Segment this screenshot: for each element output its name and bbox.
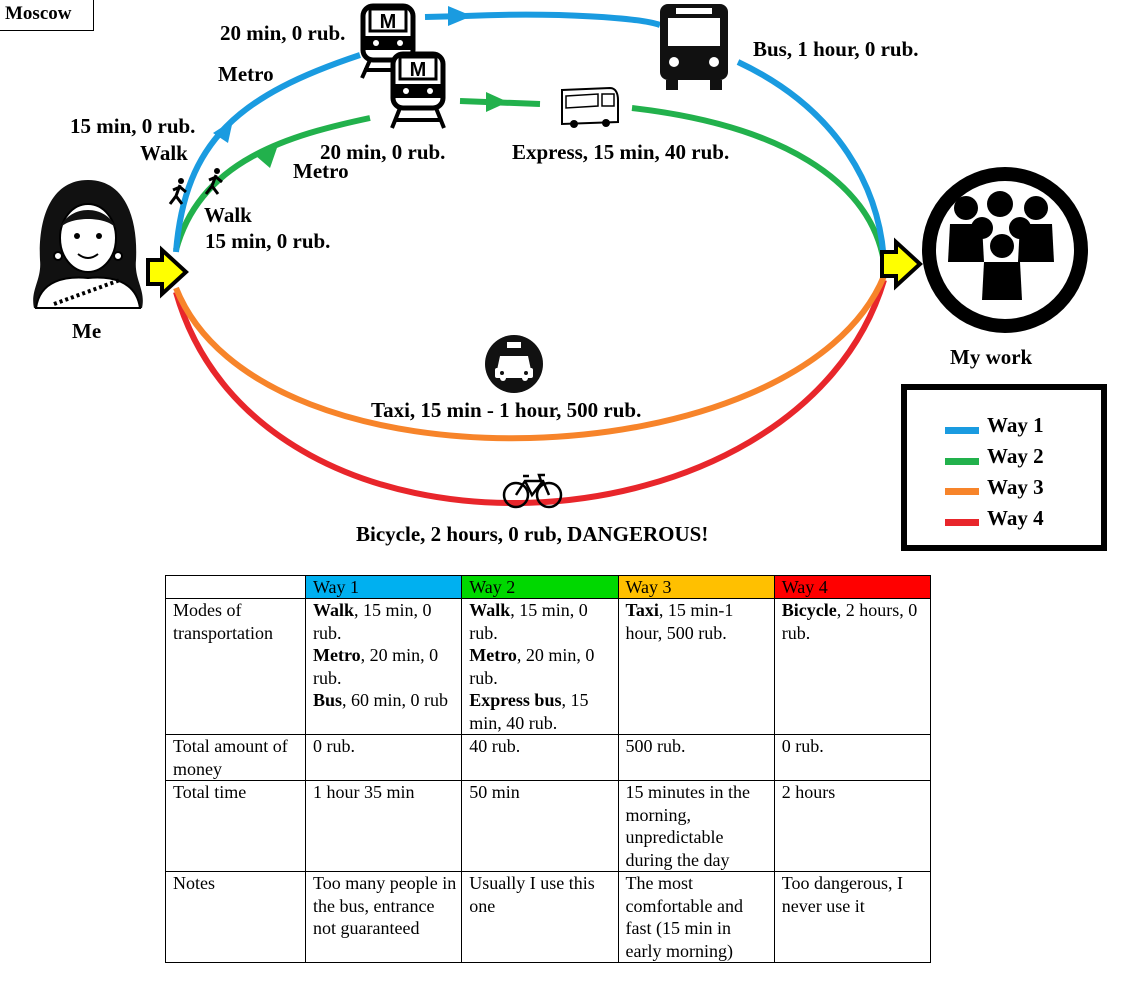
table-corner-cell	[165, 575, 306, 599]
mode-detail: , 15 min, 0 rub.	[469, 600, 588, 643]
metro-train-icon: M	[390, 51, 446, 129]
way3-route	[173, 274, 887, 442]
bicycle-icon	[502, 473, 563, 509]
metro-train-icon: M	[360, 3, 416, 79]
way1-route-end	[464, 11, 661, 28]
taxi-icon	[485, 335, 543, 393]
modes-cell: Walk, 15 min, 0 rub. Metro, 20 min, 0 ru…	[461, 598, 619, 735]
arrow-icon	[880, 237, 923, 291]
way1-walk-label: Walk	[140, 141, 188, 165]
walker-icon	[204, 168, 223, 195]
legend-item: Way 4	[987, 506, 1044, 530]
legend-item: Way 1	[987, 413, 1044, 437]
modes-cell: Taxi, 15 min-1 hour, 500 rub.	[617, 598, 775, 735]
legend-swatch	[945, 427, 979, 434]
arrow-icon	[448, 6, 472, 26]
way1-bus-label: Bus, 1 hour, 0 rub.	[753, 37, 919, 61]
header-way1: Way 1	[304, 575, 463, 599]
mode-detail: , 15 min, 40 rub.	[469, 690, 589, 733]
city-label: Moscow	[0, 0, 94, 31]
way1-walk-time-label: 15 min, 0 rub.	[70, 114, 195, 138]
table-row: Notes Too many people in the bus, entran…	[165, 871, 932, 963]
metro-sign: M	[380, 11, 397, 33]
mode-detail: , 20 min, 0 rub.	[313, 645, 439, 688]
way1-route-final	[736, 59, 887, 263]
arrow-icon	[213, 120, 233, 143]
table-cell: 500 rub.	[617, 734, 775, 781]
bus-icon	[660, 4, 728, 90]
legend-swatch	[945, 488, 979, 495]
person-icon	[33, 180, 143, 309]
way1-metro-label: Metro	[218, 62, 274, 86]
legend: Way 1 Way 2 Way 3 Way 4	[901, 384, 1107, 551]
table-cell: 2 hours	[773, 780, 932, 872]
header-way3: Way 3	[617, 575, 775, 599]
header-way2: Way 2	[461, 575, 619, 599]
arrow-icon	[256, 145, 278, 168]
routes-table: Way 1 Way 2 Way 3 Way 4 Modes of transpo…	[165, 575, 932, 963]
metro-sign: M	[410, 59, 427, 81]
table-cell: 0 rub.	[773, 734, 932, 781]
way2-route-end	[631, 105, 887, 263]
row-label: Notes	[165, 871, 306, 963]
way2-metro-label: Metro	[293, 159, 349, 183]
mode-detail: , 15 min, 0 rub.	[313, 600, 432, 643]
my-work-label: My work	[950, 345, 1033, 369]
mode-detail: , 15 min-1 hour, 500 rub.	[625, 600, 734, 643]
legend-item: Way 3	[987, 475, 1044, 499]
way1-metro-time-label: 20 min, 0 rub.	[220, 21, 345, 45]
table-cell: Too many people in the bus, entrance not…	[304, 871, 463, 963]
table-cell: 1 hour 35 min	[304, 780, 463, 872]
table-cell: The most comfortable and fast (15 min in…	[617, 871, 775, 963]
way2-walk-label: Walk	[204, 203, 252, 227]
walker-icon	[168, 178, 187, 205]
mode-detail: , 20 min, 0 rub.	[469, 645, 595, 688]
table-cell: 50 min	[461, 780, 619, 872]
mode-name: Bicycle	[781, 600, 837, 620]
mode-name: Express bus	[469, 690, 562, 710]
table-cell: 40 rub.	[461, 734, 619, 781]
row-label: Total time	[165, 780, 306, 872]
mode-detail: , 2 hours, 0 rub.	[781, 600, 918, 643]
way4-route	[173, 279, 887, 506]
way2-route	[173, 115, 371, 251]
mode-name: Metro	[469, 645, 517, 665]
mode-name: Metro	[313, 645, 361, 665]
route-diagram: Me My work M M	[33, 3, 1107, 551]
mode-name: Taxi	[625, 600, 659, 620]
table-cell: 0 rub.	[304, 734, 463, 781]
modes-cell: Bicycle, 2 hours, 0 rub.	[773, 598, 932, 735]
legend-swatch	[945, 458, 979, 465]
table-row: Modes of transportation Walk, 15 min, 0 …	[165, 598, 932, 735]
row-label: Modes of transportation	[165, 598, 306, 735]
table-cell: 15 minutes in the morning, unpredictable…	[617, 780, 775, 872]
table-row: Total amount of money 0 rub. 40 rub. 500…	[165, 734, 932, 781]
table-cell: Too dangerous, I never use it	[773, 871, 932, 963]
way2-metro-time-label: 20 min, 0 rub.	[320, 140, 445, 164]
arrow-icon	[146, 245, 189, 299]
arrow-icon	[486, 92, 508, 112]
table-cell: Usually I use this one	[461, 871, 619, 963]
row-label: Total amount of money	[165, 734, 306, 781]
legend-item: Way 2	[987, 444, 1044, 468]
modes-cell: Walk, 15 min, 0 rub. Metro, 20 min, 0 ru…	[304, 598, 463, 735]
mode-name: Walk	[313, 600, 355, 620]
me-label: Me	[72, 319, 101, 343]
way4-bicycle-label: Bicycle, 2 hours, 0 rub, DANGEROUS!	[356, 522, 708, 546]
mode-name: Walk	[469, 600, 511, 620]
legend-swatch	[945, 519, 979, 526]
table-row: Total time 1 hour 35 min 50 min 15 minut…	[165, 780, 932, 872]
table-header-row: Way 1 Way 2 Way 3 Way 4	[165, 575, 932, 599]
office-people-icon	[922, 167, 1088, 333]
mode-detail: , 60 min, 0 rub	[342, 690, 449, 710]
header-way4: Way 4	[773, 575, 932, 599]
mode-name: Bus	[313, 690, 343, 710]
way3-taxi-label: Taxi, 15 min - 1 hour, 500 rub.	[371, 398, 641, 422]
express-bus-icon	[561, 86, 619, 128]
way2-express-label: Express, 15 min, 40 rub.	[512, 140, 729, 164]
way2-walk-time-label: 15 min, 0 rub.	[205, 229, 330, 253]
